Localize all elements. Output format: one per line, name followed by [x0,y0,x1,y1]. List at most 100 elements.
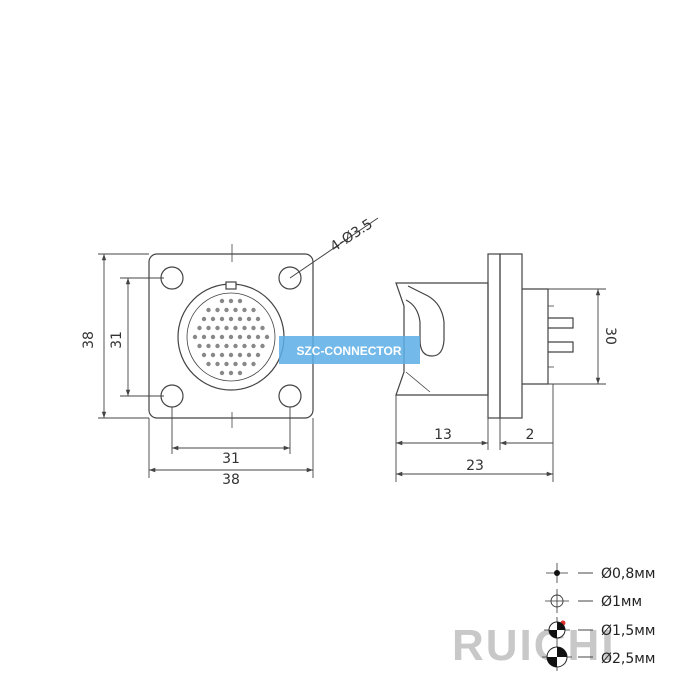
contact-pin [228,370,234,376]
legend: Ø0,8мм Ø1мм Ø1,5мм Ø2,5мм [542,563,655,671]
contact-pin [215,325,220,331]
contact-pin [228,316,234,322]
mounting-hole-bottom-left [160,384,184,408]
contact-pin [255,316,261,322]
hole-callout-leader [289,217,379,279]
hole-callout-text: 4-Ø3.5 [327,216,375,255]
contact-pin [251,325,256,331]
contact-pin [201,316,207,322]
dim-length-total-text: 23 [466,458,484,474]
contact-pin [215,343,220,349]
dim-length-a-text: 13 [434,427,452,443]
contact-pin [224,343,229,349]
contact-pin [224,361,229,367]
contact-pin [260,325,265,331]
contact-pin [224,307,229,313]
contact-pin [242,307,247,313]
dim-width-outer-text: 38 [222,472,240,488]
dim-height-inner-text: 31 [109,331,125,349]
latch-groove [405,285,445,357]
contact-pin [228,298,234,304]
brand-text: RUICHI [452,621,616,670]
flange-front [487,253,501,419]
mounting-hole-bottom-right [278,384,302,408]
contact-pin [206,325,211,331]
watermark-bar [279,336,420,364]
contact-pin [242,361,247,367]
contact-pin [224,325,229,331]
contact-pin [233,343,238,349]
contact-pin [201,334,207,340]
contact-pin [206,343,211,349]
crosshair-icon [550,594,564,608]
front-view [148,217,379,428]
legend-item-4 [542,643,593,671]
contact-pin [255,334,261,340]
contact-pin [228,334,234,340]
legend-label-3: Ø1,5мм [601,623,655,639]
contact-pin [219,352,225,358]
dim-height-outer-text: 38 [81,331,97,349]
contact-pin [264,334,270,340]
mounting-hole-top-right [278,266,302,290]
contact-pin [219,298,225,304]
dim-height-text: 30 [602,327,618,345]
contact-pin [206,307,211,313]
legend-item-2 [545,589,593,613]
contact-pin [210,316,216,322]
contact-pin [228,352,234,358]
contact-pin [260,343,265,349]
contact-pin [219,370,225,376]
contact-pin [233,325,238,331]
contact-pin [242,325,247,331]
contact-pin [255,352,261,358]
contact-pin [246,316,252,322]
legend-label-2: Ø1мм [601,594,642,610]
contact-pin [192,334,198,340]
keyway-notch [225,281,237,290]
flange-back [499,253,523,419]
contact-pin [219,316,225,322]
dim-width-inner-text: 31 [222,451,240,467]
legend-item-1 [546,563,593,583]
contact-pin [215,307,220,313]
contact-pin [215,361,220,367]
contact-pin [237,316,243,322]
contact-pin [237,352,243,358]
front-dimensions [98,253,314,478]
contact-pin [251,343,256,349]
contact-pin [251,307,256,313]
watermark: SZC-CONNECTOR [279,336,420,364]
legend-label-1: Ø0,8мм [601,566,655,582]
solder-pin-upper [548,317,574,329]
contact-pin [242,343,247,349]
side-dimensions [395,288,606,482]
contact-pins [192,298,270,376]
legend-label-4: Ø2,5мм [601,651,655,667]
contact-pin [233,361,238,367]
contact-pin [237,370,243,376]
contact-pin [197,343,202,349]
brand-logo: RUICHI [452,620,616,670]
contact-pin [246,352,252,358]
dot-icon [554,570,560,576]
contact-pin [210,352,216,358]
contact-pin [233,307,238,313]
contact-pin [197,325,202,331]
contact-pin [246,334,252,340]
solder-pin-lower [548,341,574,353]
rear-housing [522,288,549,385]
mounting-hole-top-left [160,266,184,290]
contact-pin [219,334,225,340]
contact-pin [251,361,256,367]
contact-pin [237,298,243,304]
contact-pin [201,352,207,358]
contact-pin [206,361,211,367]
insert-inner-circle [186,292,276,382]
legend-item-3 [544,617,593,643]
side-view [395,253,574,419]
dim-length-b-text: 2 [526,427,535,443]
contact-pin [210,334,216,340]
watermark-text: SZC-CONNECTOR [296,344,401,358]
